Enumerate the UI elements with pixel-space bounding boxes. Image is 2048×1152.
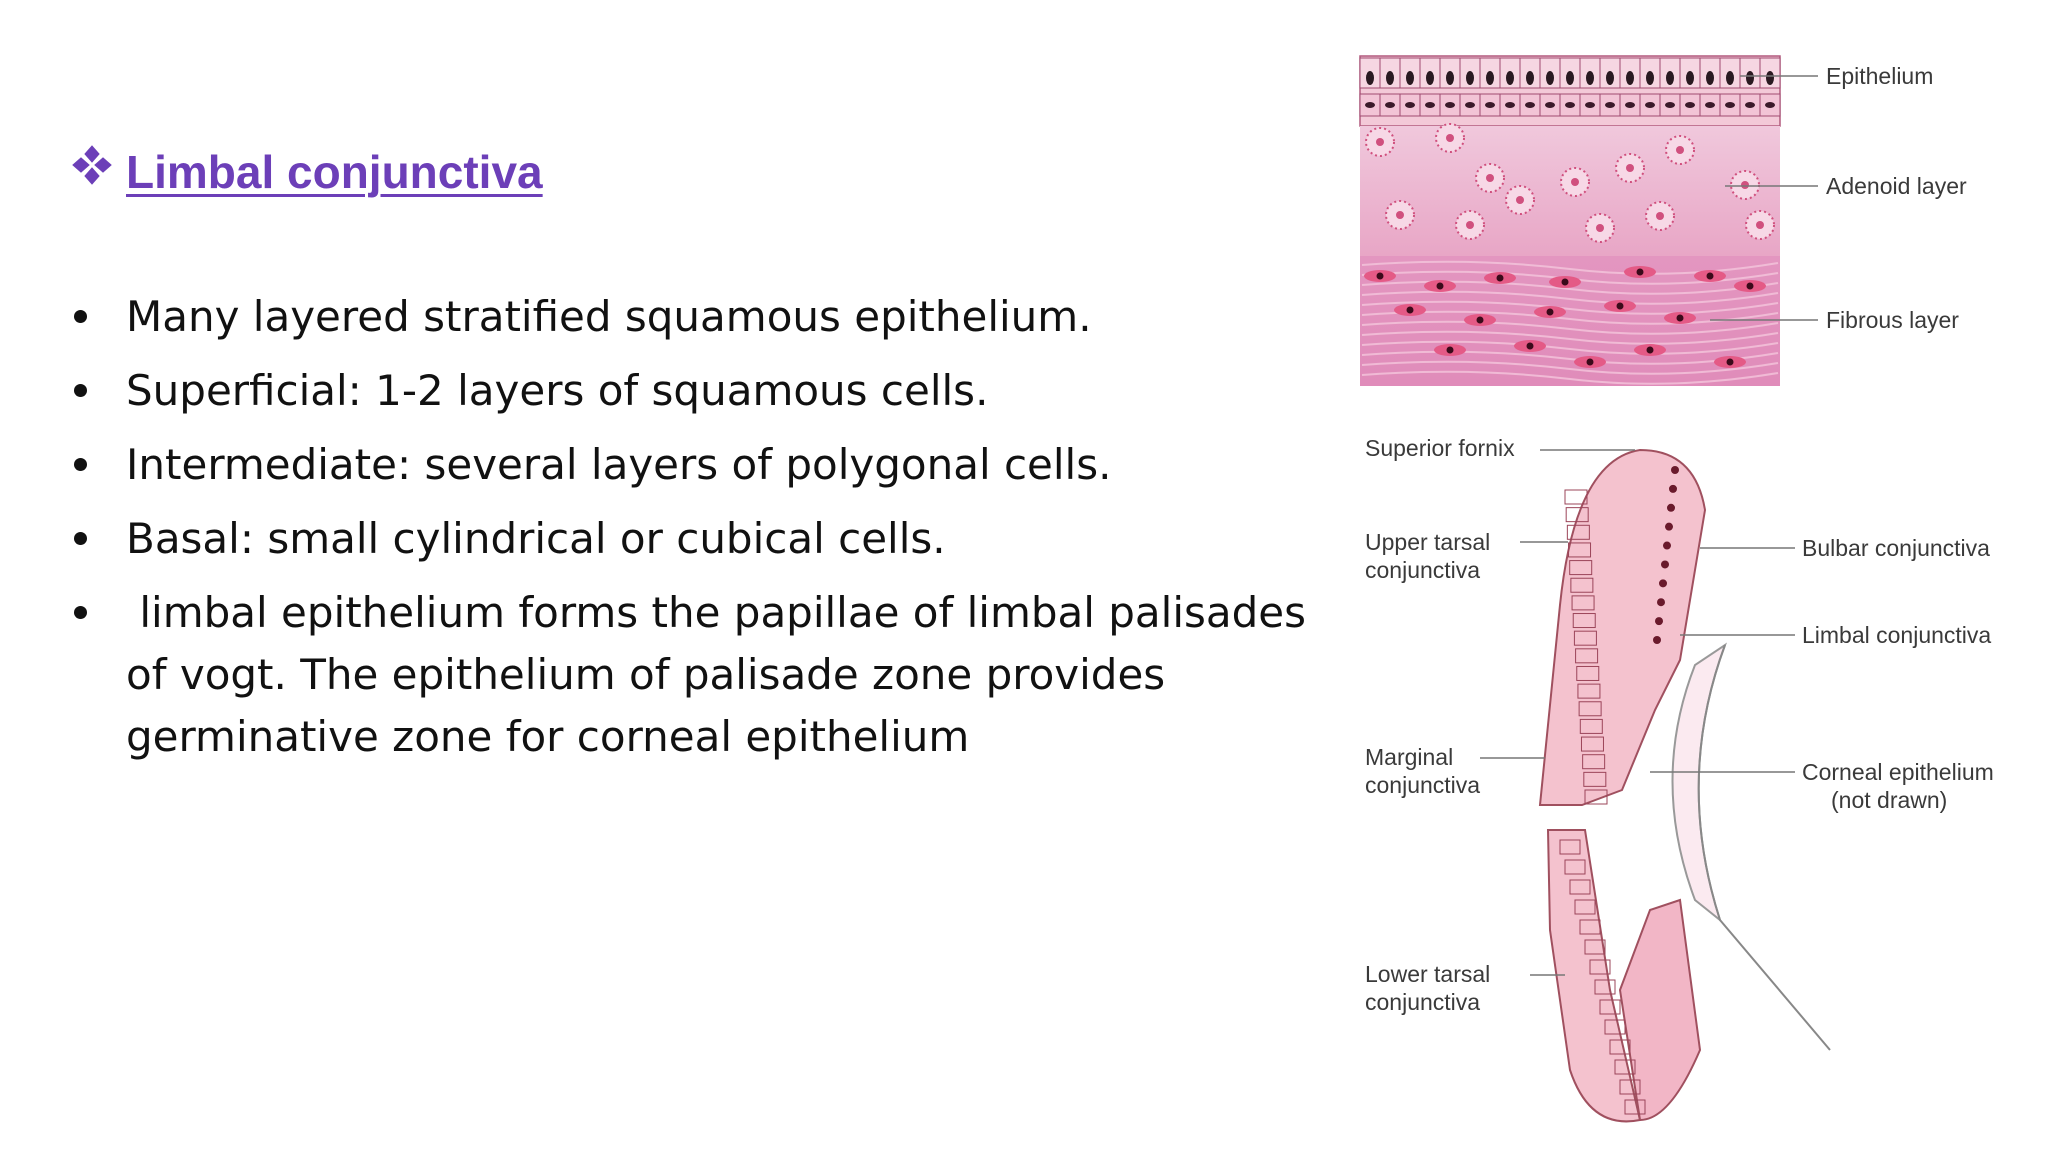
fibroblast-cells bbox=[1364, 266, 1766, 368]
label-corneal-epithelium-2: (not drawn) bbox=[1831, 787, 1947, 813]
page-title: Limbal conjunctiva bbox=[126, 146, 543, 198]
label-upper-tarsal-2: conjunctiva bbox=[1365, 557, 1480, 583]
list-item-text: Basal: small cylindrical or cubical cell… bbox=[126, 514, 946, 563]
conjunctiva-regions-diagram: Superior fornix Upper tarsal conjunctiva… bbox=[1365, 435, 1994, 1123]
bullet-dot-icon bbox=[74, 458, 87, 471]
label-adenoid-layer: Adenoid layer bbox=[1826, 173, 1967, 199]
label-epithelium: Epithelium bbox=[1826, 63, 1933, 89]
list-item-text: Superficial: 1-2 layers of squamous cell… bbox=[126, 366, 989, 415]
label-superior-fornix: Superior fornix bbox=[1365, 435, 1515, 461]
epithelial-cells bbox=[1359, 57, 1781, 117]
bullet-dot-icon bbox=[74, 606, 87, 619]
list-item: limbal epithelium forms the papillae of … bbox=[70, 582, 1330, 768]
list-item: Many layered stratified squamous epithel… bbox=[70, 286, 1330, 348]
bullet-list: Many layered stratified squamous epithel… bbox=[70, 286, 1330, 780]
bullet-dot-icon bbox=[74, 532, 87, 545]
bullet-dot-icon bbox=[74, 310, 87, 323]
conjunctiva-layers-diagram: Epithelium Adenoid layer Fibrous layer bbox=[1359, 55, 1967, 386]
label-upper-tarsal: Upper tarsal bbox=[1365, 529, 1490, 555]
bullet-dot-icon bbox=[74, 384, 87, 397]
collagen-fibers bbox=[1361, 260, 1779, 385]
list-item: Superficial: 1-2 layers of squamous cell… bbox=[70, 360, 1330, 422]
four-diamond-bullet-icon bbox=[72, 145, 112, 185]
label-lower-tarsal-2: conjunctiva bbox=[1365, 989, 1480, 1015]
list-item: Basal: small cylindrical or cubical cell… bbox=[70, 508, 1330, 570]
lower-bulbar-conjunctiva bbox=[1618, 898, 1702, 1122]
cornea-curve bbox=[1697, 644, 1831, 1051]
label-fibrous-layer: Fibrous layer bbox=[1826, 307, 1959, 333]
list-item-text: limbal epithelium forms the papillae of … bbox=[126, 588, 1320, 761]
label-bulbar-conjunctiva: Bulbar conjunctiva bbox=[1802, 535, 1990, 561]
lymphoid-cells bbox=[1365, 123, 1775, 243]
label-corneal-epithelium: Corneal epithelium bbox=[1802, 759, 1994, 785]
slide-title: Limbal conjunctiva bbox=[70, 145, 543, 199]
label-lower-tarsal: Lower tarsal bbox=[1365, 961, 1490, 987]
conjunctival-cells bbox=[1559, 466, 1679, 1115]
list-item: Intermediate: several layers of polygona… bbox=[70, 434, 1330, 496]
label-marginal-2: conjunctiva bbox=[1365, 772, 1480, 798]
list-item-text: Intermediate: several layers of polygona… bbox=[126, 440, 1112, 489]
list-item-text: Many layered stratified squamous epithel… bbox=[126, 292, 1092, 341]
label-marginal: Marginal bbox=[1365, 744, 1453, 770]
label-limbal-conjunctiva: Limbal conjunctiva bbox=[1802, 622, 1991, 648]
